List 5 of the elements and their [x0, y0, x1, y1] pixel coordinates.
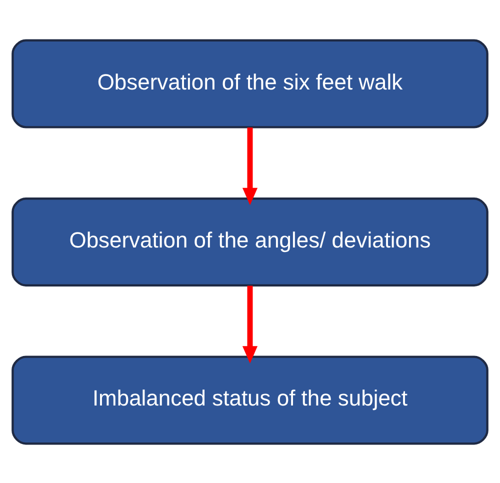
node-box: Imbalanced status of the subject	[12, 355, 488, 444]
arrow	[242, 127, 258, 205]
arrow	[242, 285, 258, 363]
node-box: Observation of the six feet walk	[12, 38, 488, 128]
node-box: Observation of the angles/ deviations	[12, 197, 488, 286]
